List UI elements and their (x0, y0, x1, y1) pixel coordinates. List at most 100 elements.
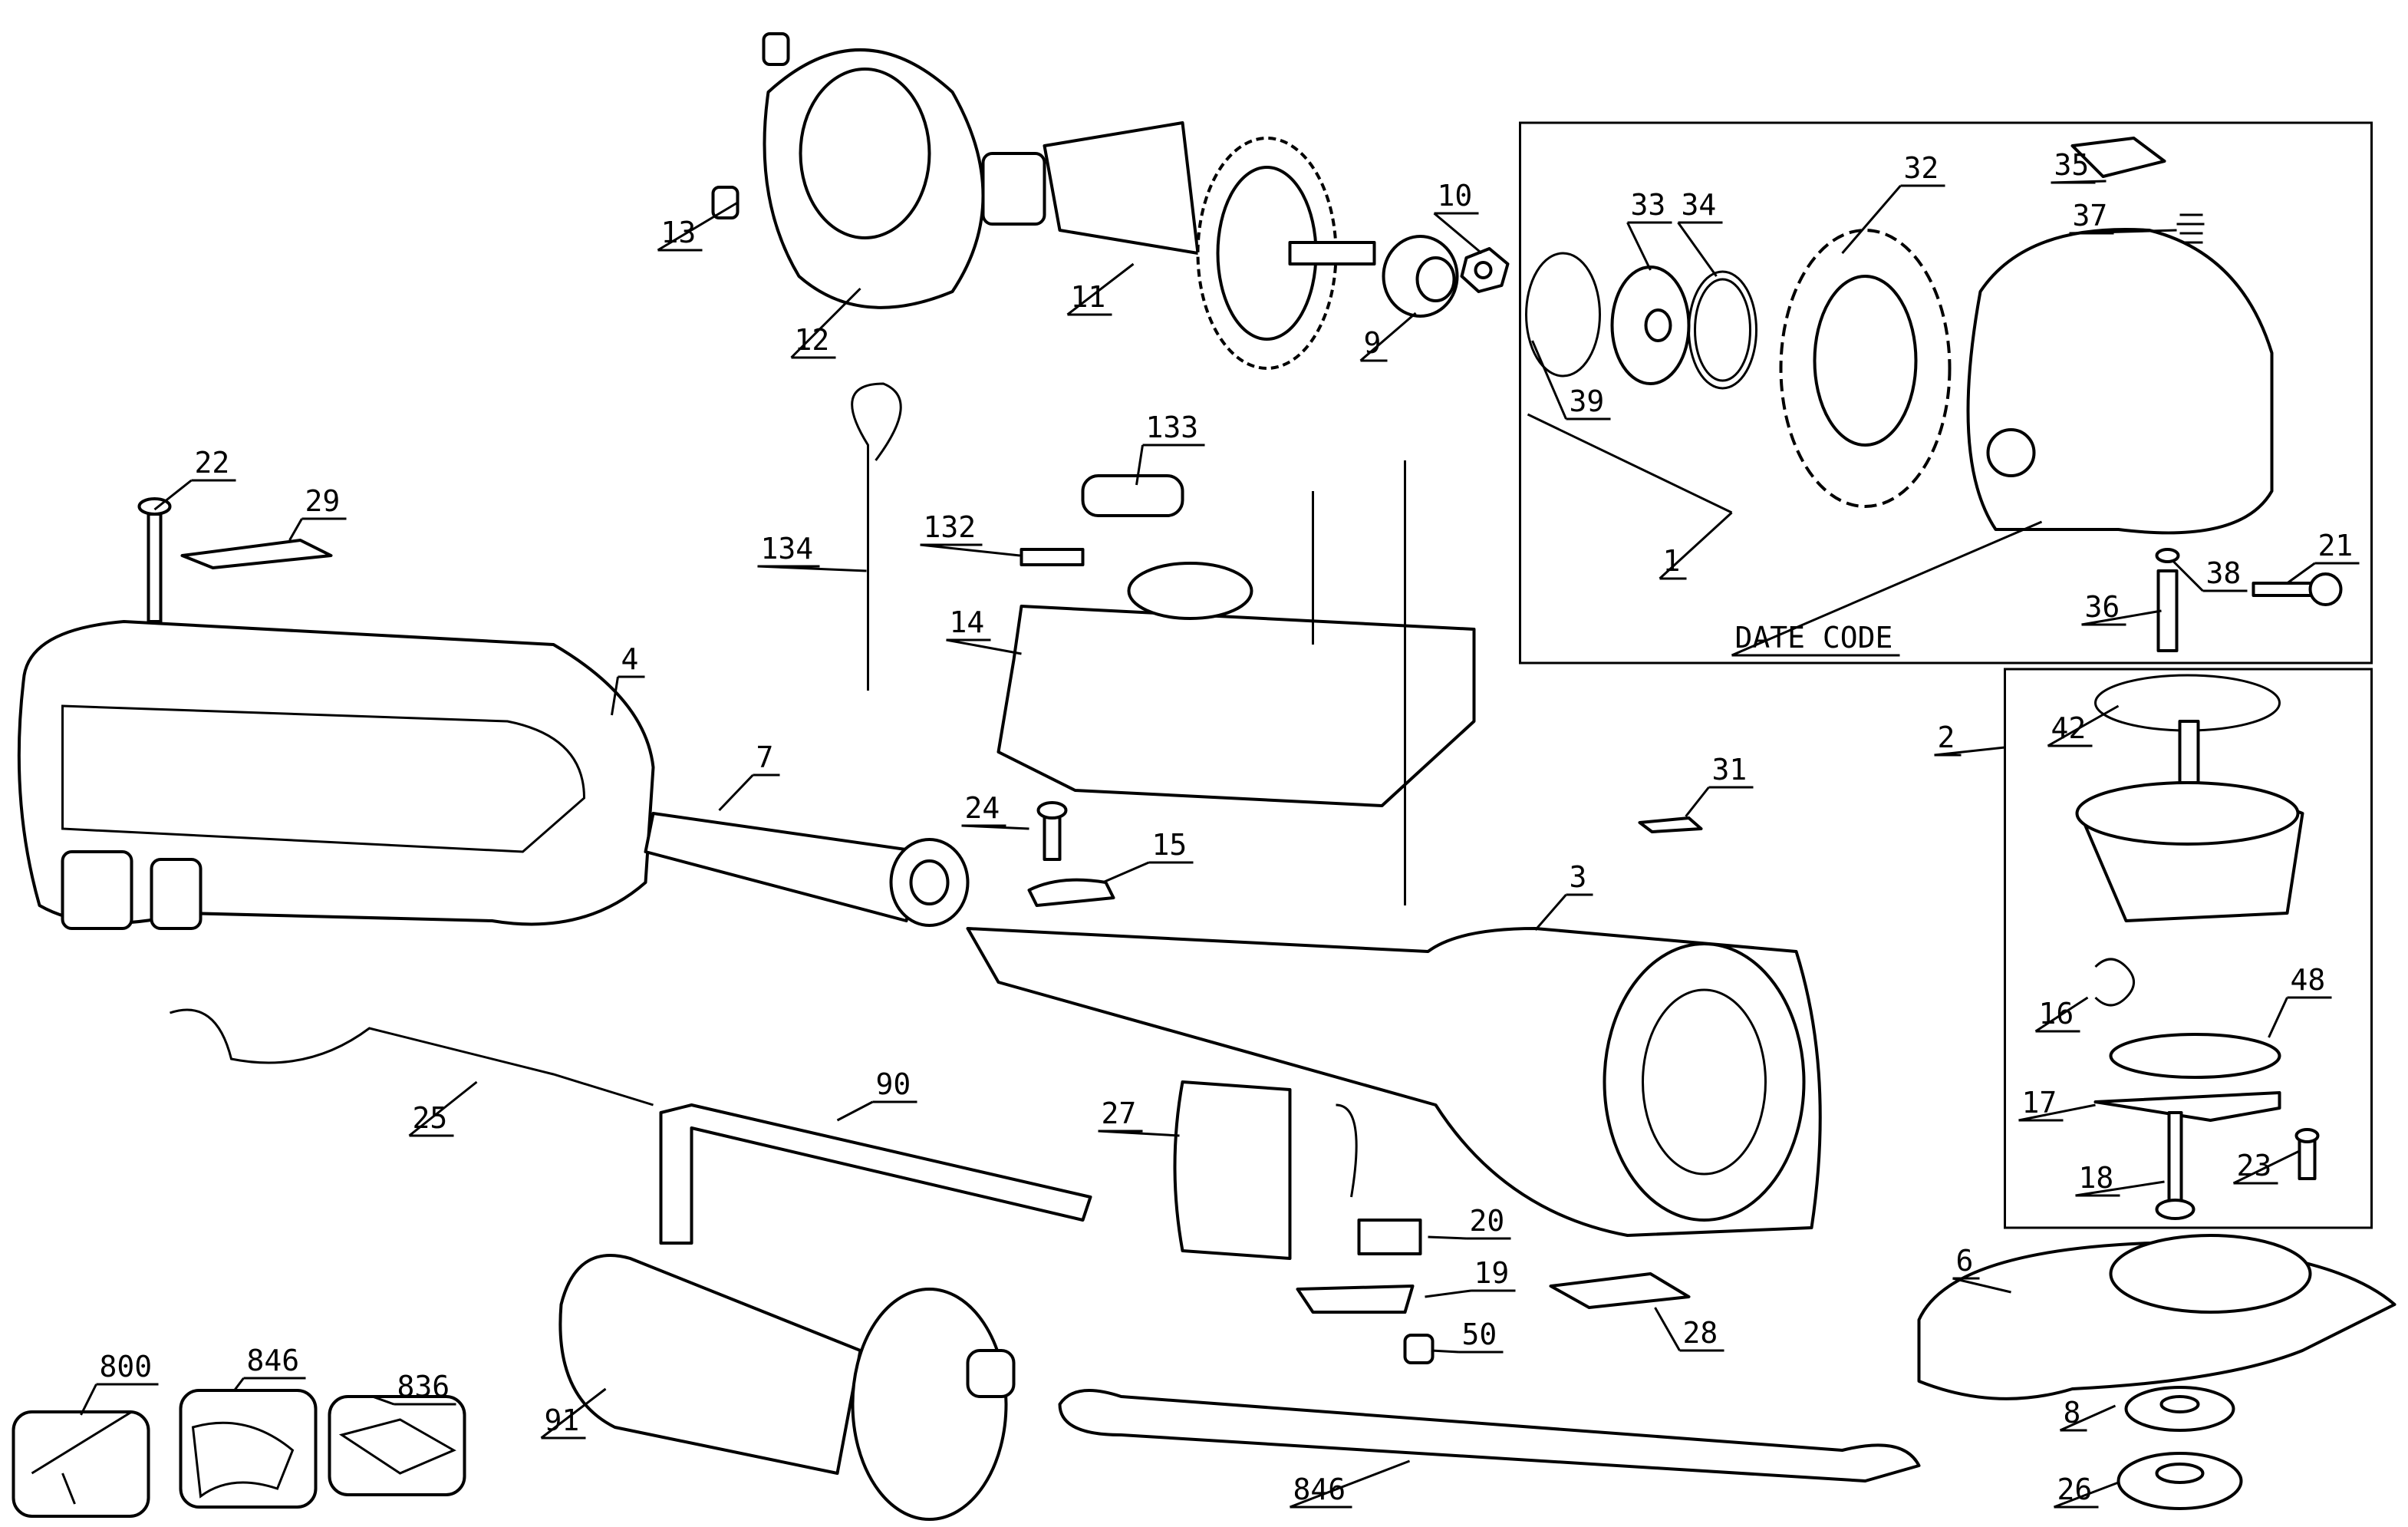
leader-line (1626, 221, 1672, 271)
leader-line (371, 1395, 456, 1406)
leader-line (408, 1080, 478, 1137)
part-134-cable-tie (851, 382, 902, 691)
callout-2: 2 (1934, 721, 2005, 757)
part-9-bearing (1382, 235, 1459, 318)
callout-39: 39 (1531, 340, 1611, 421)
part-31-label (1638, 816, 1703, 833)
callout-91: 91 (540, 1387, 607, 1440)
callout-label: 22 (195, 446, 230, 480)
leader-line (718, 773, 780, 812)
part-16-spring (2094, 958, 2135, 1007)
callout-label: 8 (2064, 1396, 2081, 1430)
part-39-retaining-ring (1525, 252, 1601, 378)
callout-label: 27 (1102, 1097, 1137, 1130)
leader-line (1731, 520, 2043, 657)
part-29-label (180, 539, 333, 569)
leader-line (1654, 1307, 1724, 1352)
leader-line (540, 1387, 607, 1440)
part-846-kit (179, 1389, 318, 1509)
parts (12, 32, 2396, 1521)
callout-label: 18 (2079, 1161, 2114, 1195)
leader-line (1534, 893, 1593, 931)
part-12-baffle (763, 48, 985, 309)
part-20-switch (1336, 1103, 1422, 1255)
leader-line (1066, 262, 1135, 316)
callout-800: 800 (80, 1350, 159, 1416)
part-35-button (2070, 137, 2166, 178)
leader-line (1677, 221, 1723, 277)
leader-line (1135, 444, 1205, 486)
leader-line (2075, 1180, 2165, 1197)
callout-11: 11 (1066, 262, 1135, 316)
callout-33: 33 (1626, 188, 1672, 271)
leader-line (1425, 1289, 1516, 1298)
leader-line (611, 675, 645, 716)
callout-1: 1 (1527, 413, 1733, 580)
leader-line (1359, 312, 1417, 362)
part-26-flange (2116, 1452, 2243, 1510)
callout-8: 8 (2059, 1396, 2116, 1432)
part-133-sleeve (1081, 474, 1184, 517)
callout-label: 28 (1683, 1316, 1718, 1350)
callout-836: 836 (371, 1370, 456, 1406)
part-48-ring (2109, 1033, 2281, 1079)
leader-line (920, 543, 1020, 557)
callout-846: 846 (233, 1344, 306, 1391)
callout-label: 19 (1474, 1256, 1510, 1290)
part-28-label (1549, 1272, 1691, 1309)
callout-label: 24 (965, 791, 1000, 825)
callout-28: 28 (1654, 1307, 1724, 1352)
callout-label: 9 (1364, 326, 1382, 360)
leader-line (2034, 996, 2089, 1033)
callout-36: 36 (2081, 590, 2162, 626)
callout-label: 33 (1631, 188, 1666, 222)
part-132-connector (1020, 548, 1085, 566)
leader-line (2172, 560, 2248, 592)
part-90-hex-key (659, 1103, 1092, 1245)
callout-23: 23 (2232, 1149, 2301, 1185)
leader-line (2069, 229, 2177, 235)
part-15-clamp (1027, 878, 1115, 907)
leader-line (790, 287, 861, 359)
callout-34: 34 (1677, 188, 1723, 277)
callout-38: 38 (2172, 556, 2248, 592)
part-1-gear-case (1966, 228, 2274, 535)
leader-line (2018, 1103, 2096, 1122)
callout-label: 32 (1904, 151, 1939, 185)
callout-label: 35 (2054, 148, 2090, 182)
leader-line (1659, 511, 1733, 580)
callout-48: 48 (2268, 963, 2332, 1038)
callout-31: 31 (1685, 753, 1754, 817)
part-2-gear-assembly (2075, 720, 2304, 922)
callout-13: 13 (657, 201, 739, 252)
leader-line (2268, 996, 2332, 1038)
callout-label: 50 (1462, 1318, 1497, 1351)
part-7-tube (644, 812, 970, 927)
callout-21: 21 (2286, 529, 2360, 585)
part-24-screw (1036, 801, 1068, 861)
callout-133: 133 (1135, 411, 1205, 486)
part-33-bearing (1610, 265, 1691, 385)
leader-line (1934, 746, 2005, 757)
part-11-armature (981, 121, 1376, 370)
callout-10: 10 (1433, 179, 1483, 255)
leader-line (2051, 180, 2107, 184)
part-17-lever (2093, 1091, 2281, 1122)
callout-label: 48 (2291, 963, 2326, 997)
leader-line (1102, 861, 1194, 884)
callout-14: 14 (946, 605, 1022, 655)
callout-label: 15 (1152, 828, 1188, 862)
callout-9: 9 (1359, 312, 1417, 362)
callout-3: 3 (1534, 860, 1593, 931)
callout-25: 25 (408, 1080, 478, 1137)
leader-line (233, 1377, 306, 1391)
callout-label: 133 (1146, 411, 1199, 444)
callout-label: 4 (621, 642, 639, 676)
callout-label: 39 (1570, 384, 1605, 418)
part-19-plate (1296, 1285, 1415, 1314)
part-13-pins (711, 32, 790, 219)
callout-6: 6 (1952, 1244, 2011, 1294)
leader-line (1428, 1235, 1511, 1240)
